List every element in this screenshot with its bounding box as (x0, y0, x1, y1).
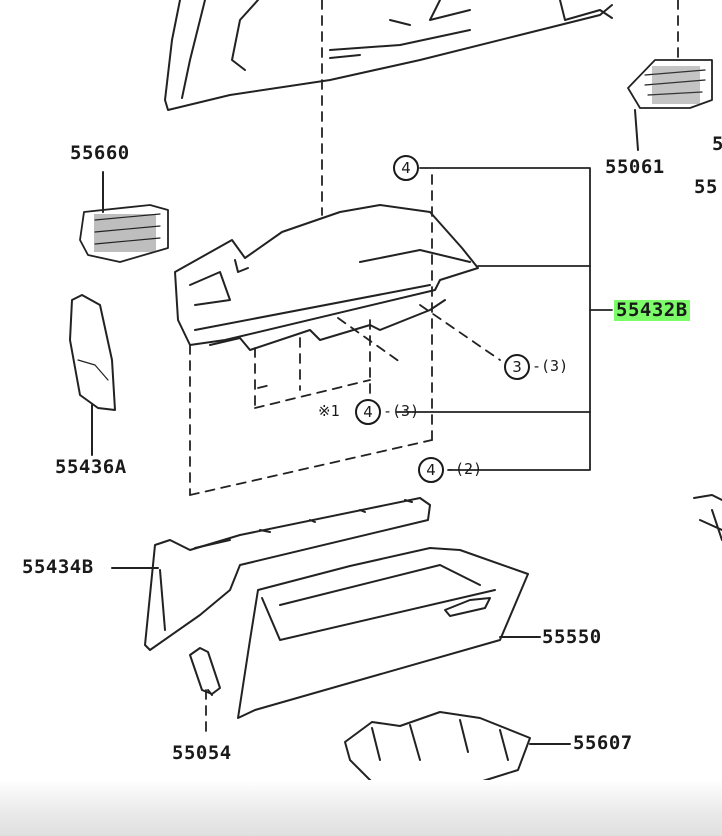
callout-note-mark: ※1 (318, 402, 340, 420)
part-number-55550: 55550 (542, 626, 602, 648)
callout-circle-4-bottom: 4 (418, 457, 444, 483)
callout-circle-4-mid: 4 (355, 399, 381, 425)
lower-panel-cover (112, 498, 430, 650)
part-number-55436a: 55436A (55, 456, 127, 478)
storage-tray (345, 712, 570, 790)
glovebox-door (238, 548, 540, 718)
part-number-55434b: 55434B (22, 556, 94, 578)
right-edge-partial (694, 495, 722, 540)
bottom-fade-bar (0, 780, 722, 836)
part-number-55660: 55660 (70, 142, 130, 164)
part-number-partial-a: 5 (712, 133, 722, 155)
part-number-55061: 55061 (605, 156, 665, 178)
callout-qty-3: -(3) (532, 357, 569, 375)
part-number-55054: 55054 (172, 742, 232, 764)
part-number-partial-b: 55 (694, 176, 718, 198)
leader-dashes (190, 0, 678, 735)
callout-qty-4-mid: -(3) (383, 402, 420, 420)
callout-circle-4-top: 4 (393, 155, 419, 181)
glovebox-upper-frame (175, 205, 478, 350)
part-number-55432b: 55432B (614, 299, 690, 321)
dashboard-outline (165, 0, 612, 110)
callout-qty-4-bottom: -(2) (446, 460, 483, 478)
part-number-55607: 55607 (573, 732, 633, 754)
right-air-vent (628, 60, 712, 150)
left-side-cover (70, 295, 115, 455)
latch-part (190, 648, 220, 695)
left-air-vent (80, 172, 168, 262)
callout-lines (397, 168, 612, 470)
callout-circle-3: 3 (504, 354, 530, 380)
